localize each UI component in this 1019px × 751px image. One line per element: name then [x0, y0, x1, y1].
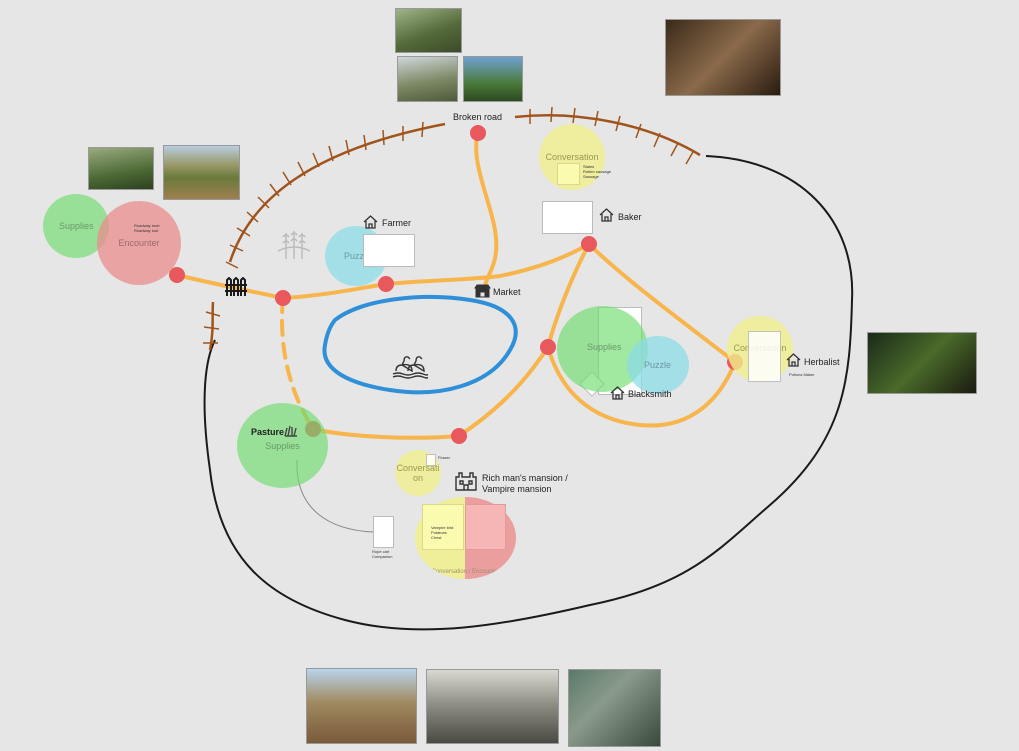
house-icon — [363, 215, 378, 229]
farmer-note-card[interactable] — [363, 234, 415, 267]
blacksmith-label: Blacksmith — [628, 389, 672, 399]
baker-note-card[interactable] — [542, 201, 593, 234]
herbalist-note-list: Potions Maker — [789, 372, 815, 377]
puzzle-circle-center[interactable]: Puzzle — [627, 336, 689, 394]
supplies-circle-pasture[interactable]: Supplies — [237, 403, 328, 488]
house-icon — [599, 208, 614, 222]
baker-label: Baker — [618, 212, 642, 222]
aerial-village-image[interactable] — [568, 669, 661, 747]
conversation-label-line1: Conversati — [396, 463, 440, 473]
market-stall-icon — [474, 284, 491, 298]
lake-outline — [322, 294, 518, 395]
conversation-mid-note[interactable] — [426, 454, 436, 466]
supplies-label: Supplies — [265, 441, 300, 451]
mansion-label-line1: Rich man's mansion / — [482, 473, 568, 483]
market-label: Market — [493, 287, 521, 297]
conversation-circle-mid[interactable]: Conversati on — [395, 450, 441, 496]
house-icon — [610, 386, 625, 400]
puzzle-label: Puzzle — [643, 360, 671, 370]
farm-hut-image[interactable] — [88, 147, 154, 190]
mansion-label-line2: Vampire mansion — [482, 484, 552, 494]
conversation-label-line2: on — [412, 473, 423, 483]
mansion-red-note[interactable] — [465, 504, 506, 550]
pasture-label: Pasture — [251, 427, 285, 437]
railway-track — [208, 114, 701, 351]
herbalist-label: Herbalist — [804, 357, 840, 367]
farm-fields-image[interactable] — [163, 145, 240, 200]
fence-gate-icon — [225, 277, 247, 296]
ducks-icon — [392, 356, 428, 379]
encounter-circle-left[interactable]: Encounter — [97, 201, 181, 285]
forest-night-image[interactable] — [867, 332, 977, 394]
castle-village-image[interactable] — [306, 668, 417, 744]
conversation-mid-note-list: Flower — [438, 455, 451, 460]
castle-road-image[interactable] — [395, 8, 462, 53]
conversation-encounter-label: Conversation / Encounter — [431, 569, 500, 575]
wheat-icon — [277, 231, 311, 259]
mansion-icon — [455, 472, 477, 491]
conversation-label: Conversation — [545, 152, 599, 162]
supplies-label: Supplies — [587, 342, 622, 352]
farmer-label: Farmer — [382, 218, 411, 228]
stone-bridge-image[interactable] — [397, 56, 458, 102]
mansion-label: Rich man's mansion / Vampire mansion — [482, 473, 568, 495]
house-icon — [786, 353, 801, 367]
grass-icon — [284, 425, 297, 437]
herbalist-note-card[interactable] — [748, 331, 781, 382]
broken-road-label: Broken road — [453, 112, 503, 122]
pasture-note-card[interactable] — [373, 516, 394, 548]
baker-yellow-note[interactable] — [557, 163, 580, 185]
railway-ties — [203, 106, 694, 344]
map-boundary-line — [203, 155, 854, 631]
encounter-label: Encounter — [118, 238, 160, 248]
castle-valley-image[interactable] — [426, 669, 559, 744]
arch-bridge-image[interactable] — [463, 56, 523, 102]
workshop-interior-image[interactable] — [665, 19, 781, 96]
supplies-label: Supplies — [59, 221, 94, 231]
puzzle-label: Puzzle — [344, 251, 372, 261]
mansion-yellow-note[interactable] — [422, 504, 464, 550]
